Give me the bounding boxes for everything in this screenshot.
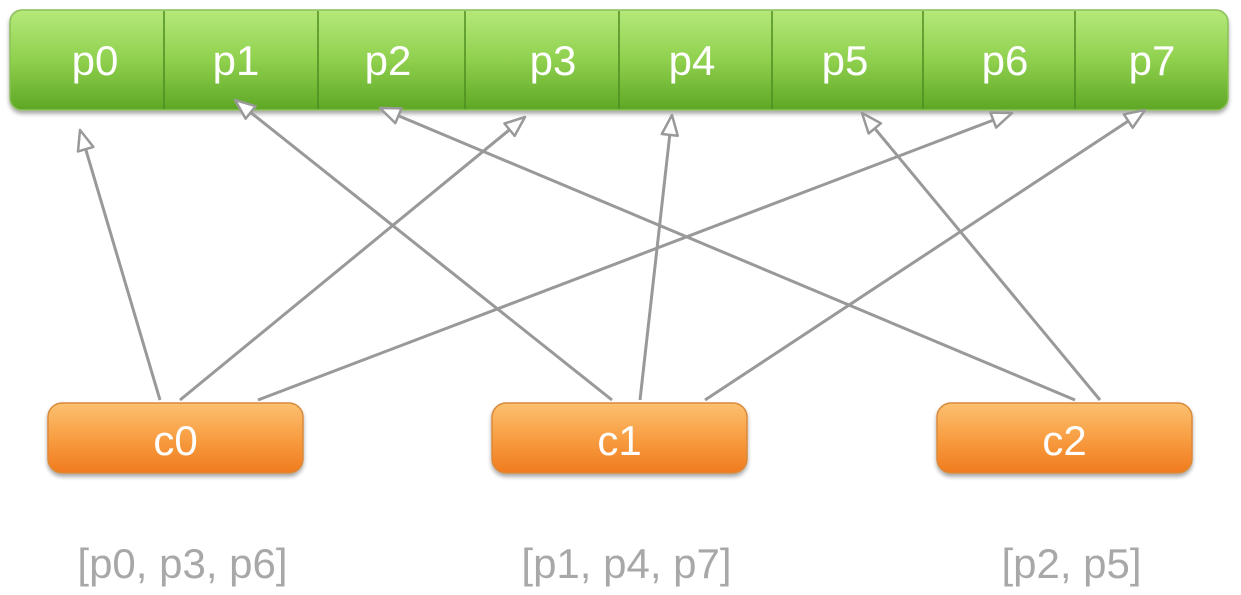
partition-p5: p5 — [822, 37, 869, 84]
consumer-c2: c2 — [936, 402, 1193, 474]
assignment-lists: [p0, p3, p6] [p1, p4, p7] [p2, p5] — [77, 540, 1141, 587]
arrow-shaft — [873, 127, 1102, 401]
arrow-c0-to-p6 — [257, 111, 1014, 402]
consumer-c1: c1 — [491, 402, 748, 474]
partition-p7: p7 — [1129, 37, 1176, 84]
assignment-arrows — [76, 98, 1147, 402]
arrow-head — [989, 111, 1014, 129]
arrow-c0-to-p3 — [179, 115, 527, 402]
arrow-c1-to-p1 — [233, 98, 613, 402]
arrow-head — [1122, 108, 1147, 129]
arrow-c0-to-p0 — [76, 128, 162, 401]
consumer-c0-label: c0 — [153, 417, 197, 464]
partition-p6: p6 — [982, 37, 1029, 84]
partition-dividers — [163, 11, 1076, 109]
consumer-c2-assignment: [p2, p5] — [1001, 540, 1141, 587]
partition-p2: p2 — [365, 37, 412, 84]
arrow-c2-to-p2 — [378, 106, 1076, 402]
arrow-shaft — [397, 114, 1076, 402]
partition-p1: p1 — [213, 37, 260, 84]
consumer-c1-assignment: [p1, p4, p7] — [521, 540, 731, 587]
consumer-c2-label: c2 — [1042, 417, 1086, 464]
arrow-shaft — [249, 111, 613, 402]
partition-p3: p3 — [530, 37, 577, 84]
arrow-head — [233, 98, 257, 120]
arrow-head — [503, 115, 527, 138]
arrow-shaft — [179, 128, 511, 402]
consumer-group: c0 c1 c2 — [47, 402, 1193, 474]
arrow-shaft — [257, 118, 994, 402]
arrow-shaft — [84, 148, 162, 401]
arrow-head — [378, 106, 403, 125]
arrow-c1-to-p4 — [638, 113, 679, 401]
partition-bar: p0 p1 p2 p3 p4 p5 p6 p7 — [9, 9, 1229, 111]
arrow-c1-to-p7 — [704, 108, 1147, 402]
arrow-head — [860, 111, 883, 135]
consumer-c1-label: c1 — [597, 417, 641, 464]
arrow-c2-to-p5 — [860, 111, 1102, 401]
partition-p4: p4 — [669, 37, 716, 84]
consumer-c0-assignment: [p0, p3, p6] — [77, 540, 287, 587]
consumer-c1-box — [491, 402, 748, 474]
consumer-c0-box — [47, 402, 304, 474]
partition-labels: p0 p1 p2 p3 p4 p5 p6 p7 — [72, 37, 1176, 84]
consumer-c2-box — [936, 402, 1193, 474]
partition-p0: p0 — [72, 37, 119, 84]
arrow-head — [660, 113, 679, 138]
arrow-head — [76, 128, 95, 153]
arrow-shaft — [704, 119, 1130, 402]
arrow-shaft — [638, 134, 672, 401]
consumer-c0: c0 — [47, 402, 304, 474]
